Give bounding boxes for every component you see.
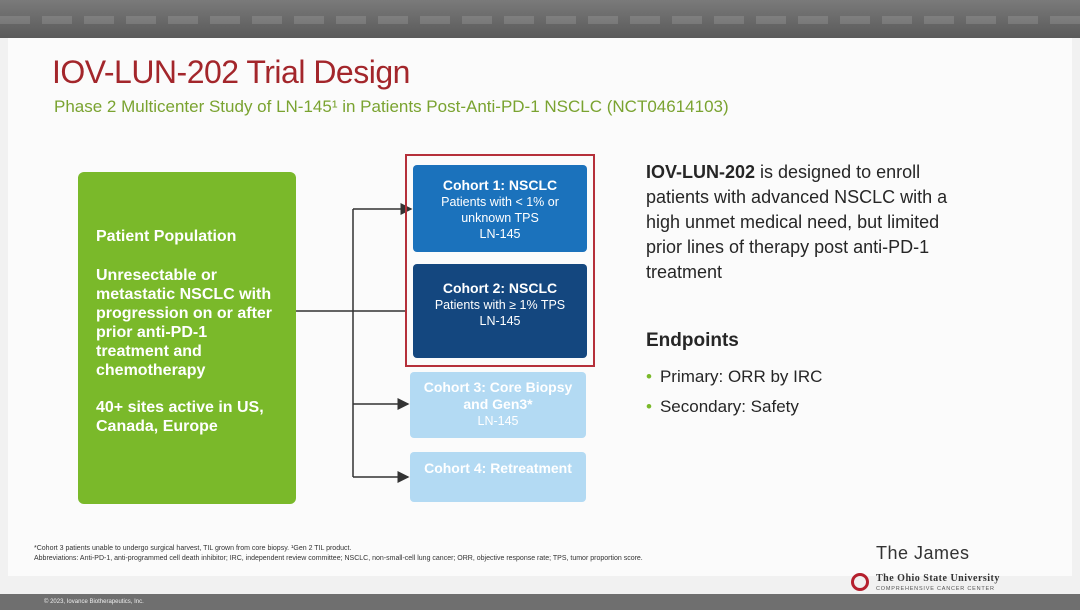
endpoints-title: Endpoints <box>646 330 739 351</box>
trial-name: IOV-LUN-202 <box>646 162 756 182</box>
cohort-2-title: Cohort 2: NSCLC <box>442 280 558 296</box>
footnote-abbreviations: Abbreviations: Anti-PD-1, anti-programme… <box>34 554 643 562</box>
cohort-4-box: Cohort 4: Retreatment <box>410 452 586 502</box>
video-bottom-bar <box>0 594 1080 610</box>
cohort-2-product: LN-145 <box>479 314 521 328</box>
slide-title: IOV-LUN-202 Trial Design <box>52 54 410 90</box>
osu-block-o-icon <box>851 573 869 591</box>
cohort-highlight-frame <box>405 154 595 367</box>
video-top-bar <box>0 0 1080 38</box>
cohort-1-product: LN-145 <box>479 227 521 241</box>
trial-description: IOV-LUN-202 is designed to enroll patien… <box>646 160 976 285</box>
endpoint-secondary: Secondary: Safety <box>659 397 799 416</box>
population-sites: 40+ sites active in US, Canada, Europe <box>96 399 264 435</box>
osu-name: The Ohio State University <box>876 573 1000 584</box>
cohort-3-box: Cohort 3: Core Biopsy and Gen3* LN-145 <box>410 372 586 438</box>
the-james-logo: The James <box>876 543 970 563</box>
cohort-2-box: Cohort 2: NSCLC Patients with ≥ 1% TPS L… <box>413 264 587 358</box>
cohort-3-product: LN-145 <box>477 414 519 428</box>
cohort-1-box: Cohort 1: NSCLC Patients with < 1% or un… <box>413 165 587 252</box>
footnote: *Cohort 3 patients unable to undergo sur… <box>34 544 734 563</box>
cohort-2-criteria: Patients with ≥ 1% TPS <box>434 298 566 312</box>
trial-description-text: is designed to enroll patients with adva… <box>646 162 948 282</box>
population-body: Unresectable or metastatic NSCLC with pr… <box>96 267 273 379</box>
copyright: © 2023, Iovance Biotherapeutics, Inc. <box>44 599 144 605</box>
endpoint-item: • Primary: ORR by IRC <box>646 362 822 392</box>
patient-population-box: Patient Population Unresectable or metas… <box>78 172 296 504</box>
cohort-3-title: Cohort 3: Core Biopsy and Gen3* <box>423 379 573 412</box>
bullet-icon: • <box>646 397 652 416</box>
cohort-1-criteria-2: unknown TPS <box>461 211 539 225</box>
osu-cancer-center: COMPREHENSIVE CANCER CENTER <box>876 586 995 592</box>
endpoint-primary: Primary: ORR by IRC <box>659 367 823 386</box>
endpoints-list: • Primary: ORR by IRC • Secondary: Safety <box>646 362 822 422</box>
cohort-4-title: Cohort 4: Retreatment <box>424 460 572 476</box>
endpoint-item: • Secondary: Safety <box>646 392 822 422</box>
slide-subtitle: Phase 2 Multicenter Study of LN-145¹ in … <box>54 97 729 116</box>
bullet-icon: • <box>646 367 652 386</box>
cohort-1-criteria: Patients with < 1% or <box>441 195 559 209</box>
population-heading: Patient Population <box>96 228 237 245</box>
cohort-1-title: Cohort 1: NSCLC <box>442 177 558 193</box>
footnote-cohort-3: *Cohort 3 patients unable to undergo sur… <box>34 545 352 552</box>
top-bar-stripe <box>0 16 1080 24</box>
